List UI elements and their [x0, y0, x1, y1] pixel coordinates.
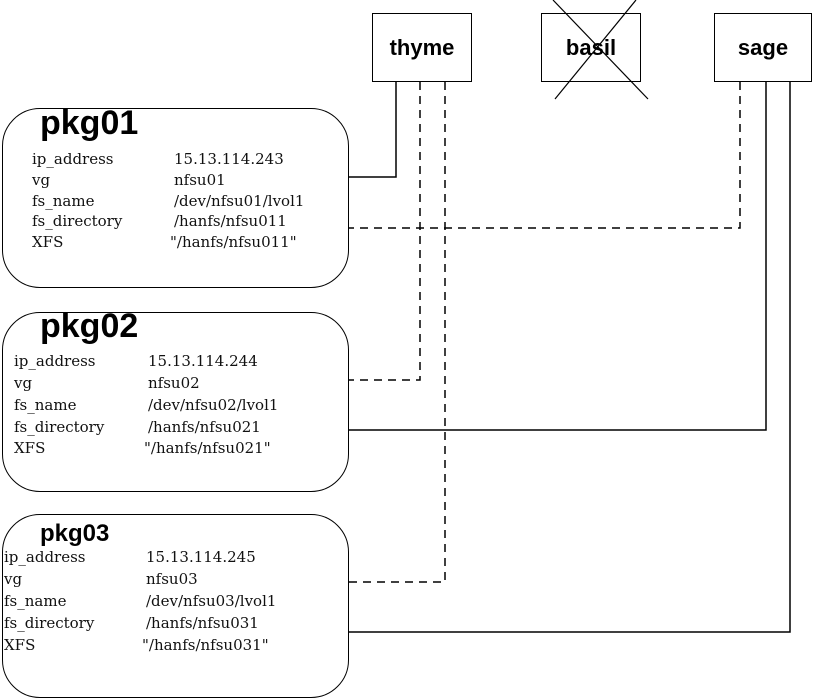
package-pkg03 [2, 514, 349, 698]
detail-key: ip_address [32, 150, 114, 168]
detail-key: fs_directory [32, 212, 123, 230]
detail-value: 15.13.114.244 [148, 352, 258, 370]
link-sage-pkg01-adoptive [349, 82, 741, 229]
detail-key: vg [32, 171, 51, 189]
detail-key: ip_address [14, 352, 96, 370]
detail-value: nfsu03 [146, 570, 198, 588]
node-thyme-label: thyme [389, 34, 455, 60]
detail-key: fs_name [14, 396, 77, 414]
detail-key: vg [4, 570, 23, 588]
detail-key: XFS [4, 636, 36, 654]
detail-key: ip_address [4, 548, 86, 566]
basil-cross-line-2 [554, 0, 637, 100]
node-thyme: thyme [372, 13, 472, 82]
detail-key: fs_directory [4, 614, 95, 632]
package-title: pkg03 [40, 520, 110, 547]
link-sage-pkg02-primary [349, 82, 767, 431]
link-thyme-pkg02-adoptive [349, 82, 421, 381]
detail-value: nfsu01 [174, 171, 226, 189]
package-title: pkg02 [40, 307, 139, 345]
detail-value: nfsu02 [148, 374, 200, 392]
node-basil-label: basil [565, 34, 617, 60]
detail-key: vg [14, 374, 33, 392]
node-sage-label: sage [737, 34, 789, 60]
detail-value: /dev/nfsu02/lvol1 [148, 396, 279, 414]
detail-key: XFS [14, 439, 46, 457]
detail-value: "/hanfs/nfsu011" [170, 233, 297, 251]
detail-value: /hanfs/nfsu021 [148, 418, 261, 436]
detail-value: "/hanfs/nfsu031" [142, 636, 269, 654]
detail-value: 15.13.114.245 [146, 548, 256, 566]
node-basil: basil [541, 13, 641, 82]
detail-key: fs_name [4, 592, 67, 610]
link-sage-pkg03-primary [349, 82, 791, 633]
link-thyme-pkg01-primary [349, 82, 397, 178]
node-sage: sage [714, 13, 812, 82]
detail-value: /hanfs/nfsu011 [174, 212, 287, 230]
package-title: pkg01 [40, 104, 139, 142]
detail-key: fs_name [32, 192, 95, 210]
detail-value: /dev/nfsu03/lvol1 [146, 592, 277, 610]
package-pkg02 [2, 312, 349, 492]
detail-value: /hanfs/nfsu031 [146, 614, 259, 632]
basil-cross-line-1 [552, 0, 649, 100]
detail-key: fs_directory [14, 418, 105, 436]
package-pkg01 [2, 108, 349, 288]
link-thyme-pkg03-adoptive [349, 82, 446, 583]
detail-key: XFS [32, 233, 64, 251]
detail-value: 15.13.114.243 [174, 150, 284, 168]
detail-value: /dev/nfsu01/lvol1 [174, 192, 305, 210]
detail-value: "/hanfs/nfsu021" [144, 439, 271, 457]
